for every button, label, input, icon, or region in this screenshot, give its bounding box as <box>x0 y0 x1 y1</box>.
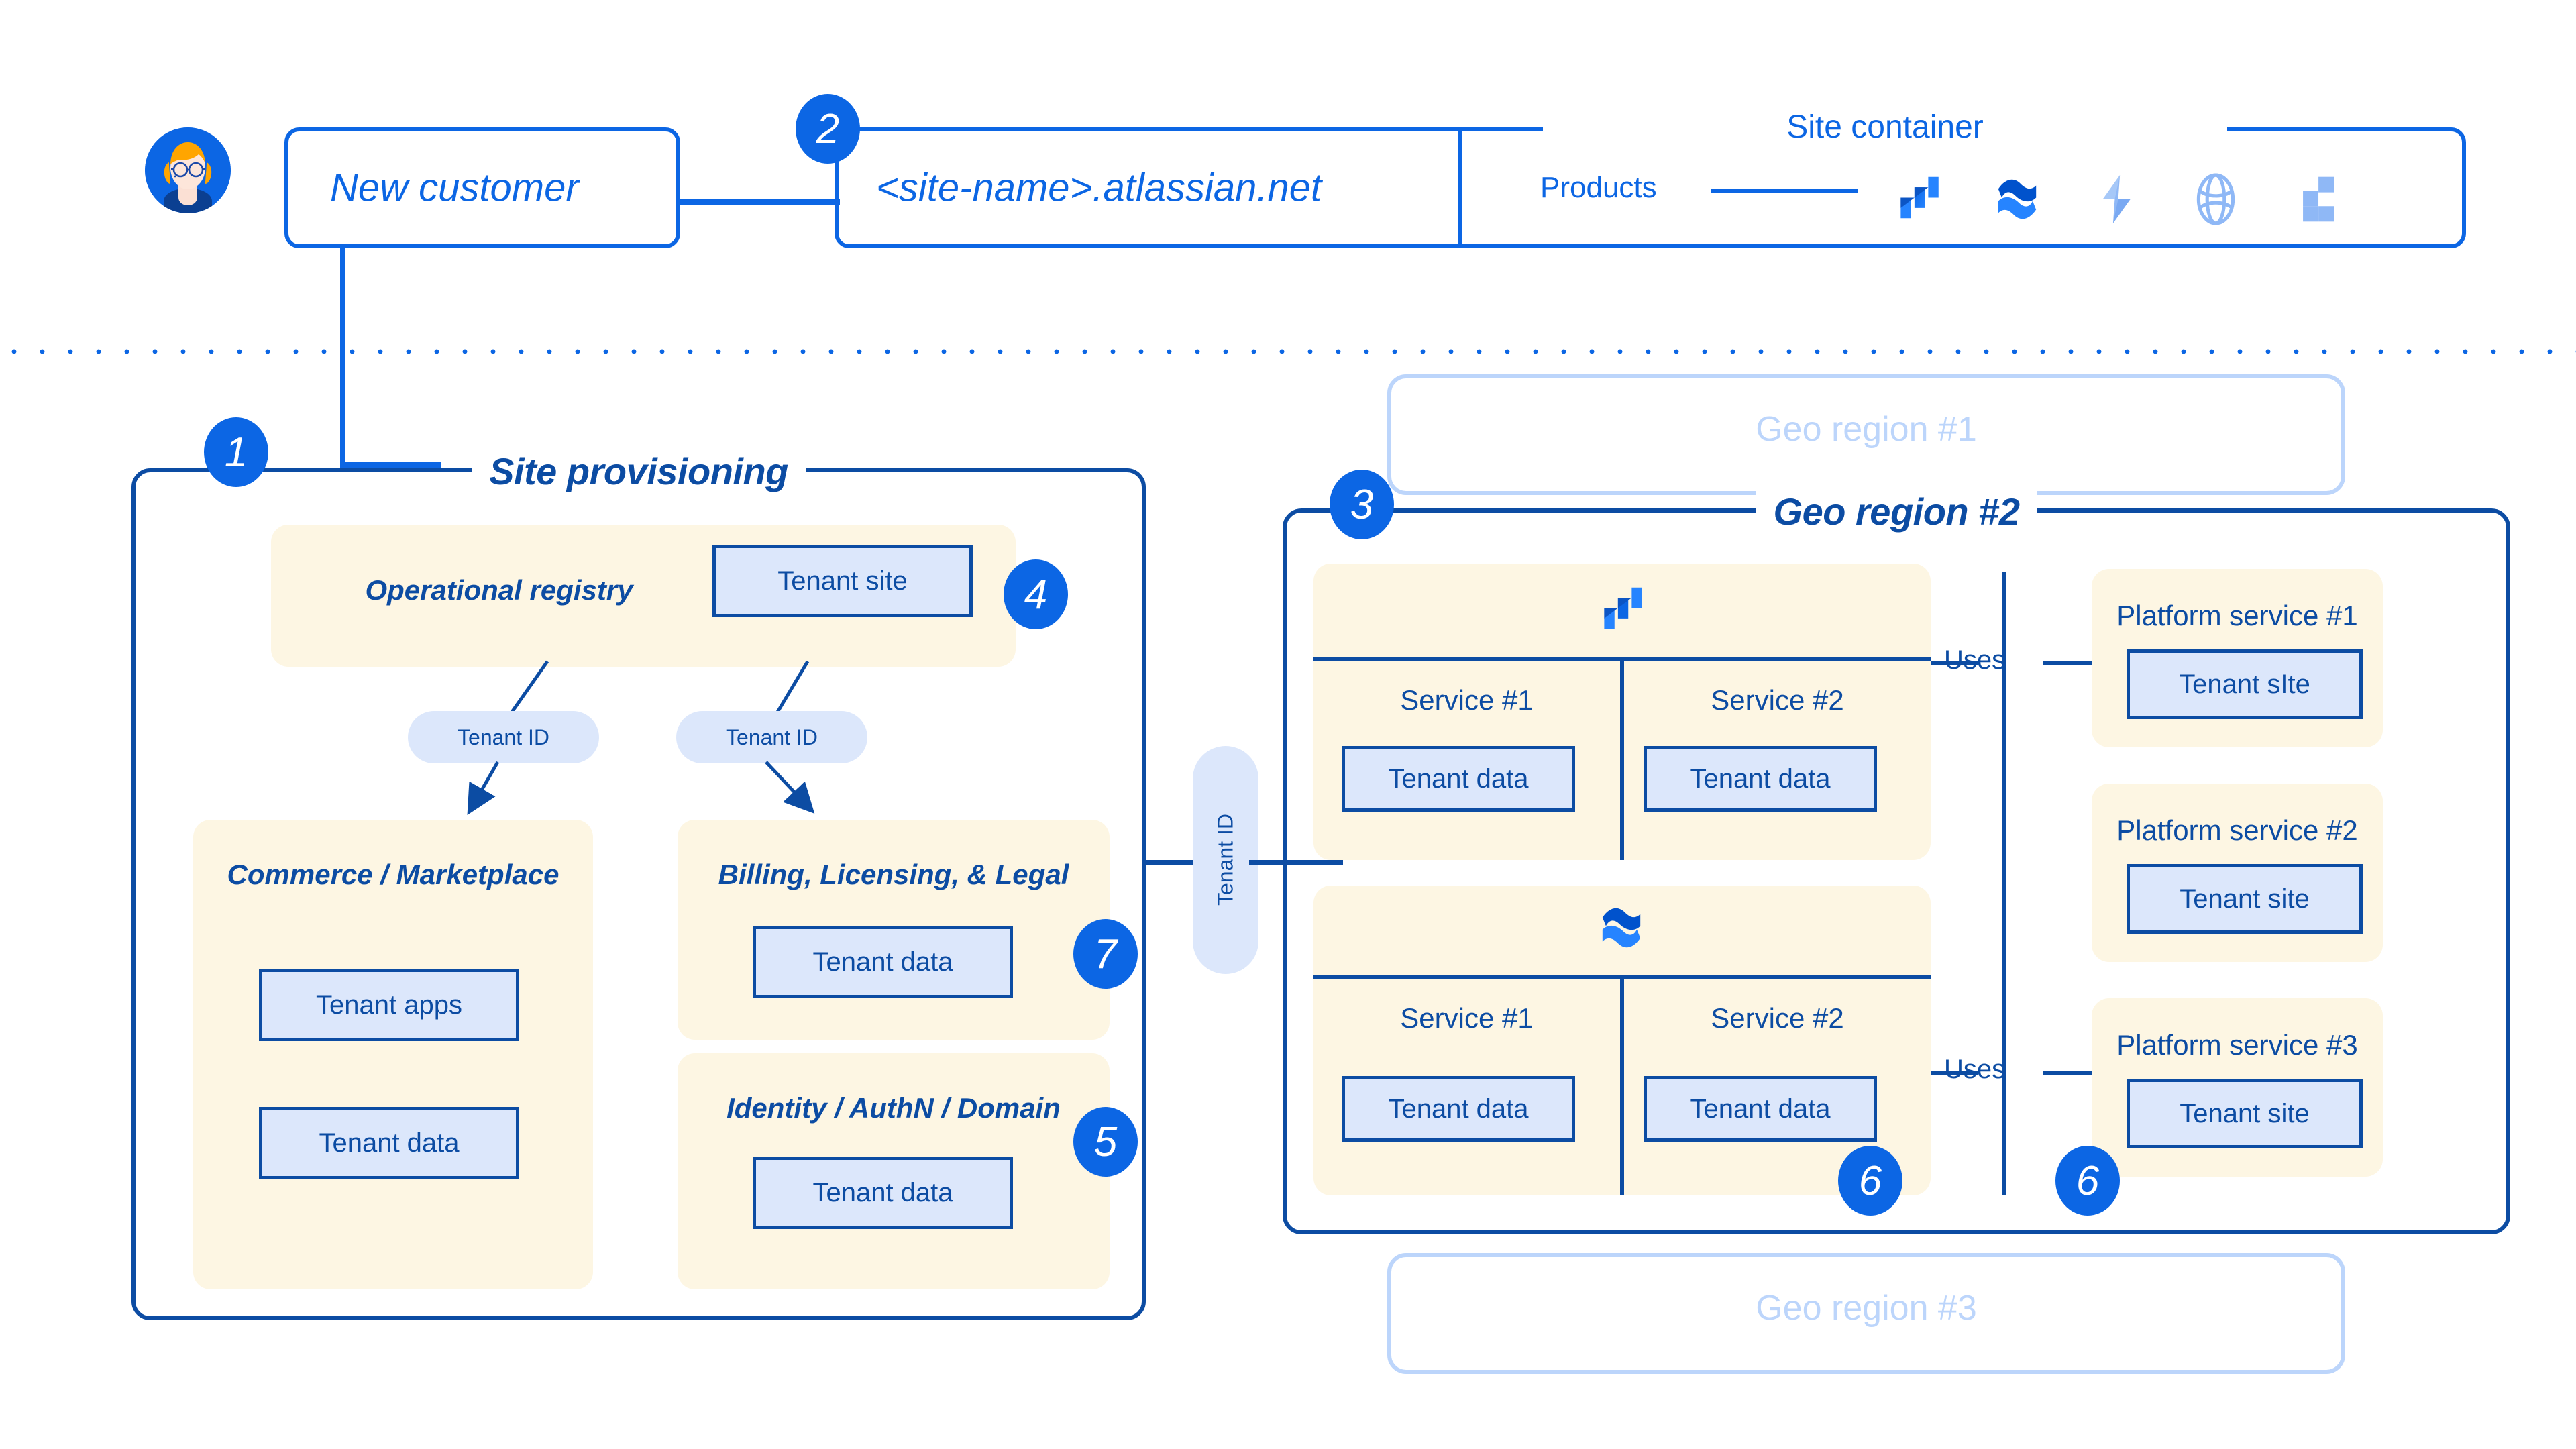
step-badge-4: 4 <box>1004 559 1068 629</box>
products-connector <box>1711 189 1858 193</box>
uses-label-2: Uses <box>1944 1055 2006 1084</box>
geo-region-3-card: Geo region #3 <box>1387 1253 2345 1374</box>
jira-icon <box>1594 582 1649 637</box>
new-customer-box: New customer <box>284 127 680 248</box>
site-url-label: <site-name>.atlassian.net <box>876 166 1322 210</box>
site-container-divider <box>1458 127 1462 248</box>
operational-registry-tenant-site-chip: Tenant site <box>712 545 973 617</box>
uses-2-stub-left <box>1931 1071 1978 1075</box>
jira-group-vrule <box>1620 657 1624 860</box>
confluence-service-2-tenant-data-chip: Tenant data <box>1644 1076 1877 1142</box>
step-badge-6-left: 6 <box>1838 1146 1902 1216</box>
confluence-group-vrule <box>1620 975 1624 1195</box>
commerce-marketplace-card: Commerce / Marketplace <box>193 820 593 1289</box>
geo-region-2-frame: Geo region #2 <box>1283 490 2510 1234</box>
platform-service-1-chip: Tenant sIte <box>2127 649 2363 719</box>
confluence-service-2-label: Service #2 <box>1711 1002 1844 1034</box>
site-container-title: Site container <box>1543 109 2227 146</box>
confluence-service-1-label: Service #1 <box>1400 1002 1534 1034</box>
step-badge-7: 7 <box>1073 919 1138 989</box>
tenant-id-pill-2: Tenant ID <box>676 711 867 763</box>
confluence-icon <box>1990 172 2045 227</box>
commerce-tenant-data-chip: Tenant data <box>259 1107 519 1179</box>
billing-licensing-legal-label: Billing, Licensing, & Legal <box>718 859 1069 890</box>
site-provisioning-frame: Site provisioning <box>131 449 1146 1320</box>
uses-1-stub-left <box>1931 661 1978 665</box>
billing-tenant-data-chip: Tenant data <box>753 926 1013 998</box>
geo-region-1-title: Geo region #1 <box>1756 410 1977 449</box>
pill-to-group-connectors <box>467 761 815 815</box>
identity-tenant-data-chip: Tenant data <box>753 1157 1013 1229</box>
new-customer-label: New customer <box>330 166 579 210</box>
step-badge-5: 5 <box>1073 1107 1138 1177</box>
connector-customer-to-provisioning <box>340 462 441 468</box>
jira-product-group-card: Service #1 Service #2 <box>1313 564 1931 860</box>
connector-customer-down <box>340 246 345 467</box>
platform-service-1-title: Platform service #1 <box>2116 600 2358 631</box>
confluence-icon <box>1594 900 1649 955</box>
products-label: Products <box>1540 171 1657 204</box>
platform-service-2-title: Platform service #2 <box>2116 814 2358 846</box>
confluence-service-1-tenant-data-chip: Tenant data <box>1342 1076 1575 1142</box>
commerce-tenant-apps-chip: Tenant apps <box>259 969 519 1041</box>
jira-service-management-icon <box>2089 172 2144 227</box>
platform-service-3-chip: Tenant site <box>2127 1079 2363 1148</box>
jira-icon <box>1890 172 1945 227</box>
section-divider <box>0 349 2576 354</box>
confluence-product-group-card: Service #1 Service #2 <box>1313 885 1931 1195</box>
site-provisioning-title: Site provisioning <box>472 449 806 493</box>
connector-tenantid-to-region2 <box>1249 860 1343 865</box>
step-badge-3: 3 <box>1330 470 1394 539</box>
uses-label-1: Uses <box>1944 645 2006 675</box>
bitbucket-icon <box>2288 172 2343 227</box>
operational-registry-label: Operational registry <box>365 574 633 606</box>
region2-vertical-bus <box>2002 572 2006 1195</box>
identity-authn-domain-label: Identity / AuthN / Domain <box>727 1092 1061 1124</box>
jira-service-2-tenant-data-chip: Tenant data <box>1644 746 1877 812</box>
platform-service-3-title: Platform service #3 <box>2116 1029 2358 1061</box>
platform-service-2-chip: Tenant site <box>2127 864 2363 934</box>
connector-customer-to-url <box>679 199 840 205</box>
avatar <box>145 127 231 213</box>
step-badge-6-right: 6 <box>2055 1146 2120 1216</box>
jira-service-1-label: Service #1 <box>1400 684 1534 716</box>
jira-service-1-tenant-data-chip: Tenant data <box>1342 746 1575 812</box>
geo-region-3-title: Geo region #3 <box>1756 1289 1977 1328</box>
connector-provisioning-to-tenantid <box>1142 860 1216 865</box>
atlas-globe-icon <box>2188 172 2243 227</box>
tenant-id-pill-1: Tenant ID <box>408 711 599 763</box>
geo-region-2-title: Geo region #2 <box>1756 490 2037 533</box>
step-badge-1: 1 <box>204 417 268 487</box>
geo-region-1-card: Geo region #1 <box>1387 374 2345 495</box>
step-badge-2: 2 <box>796 94 860 164</box>
jira-service-2-label: Service #2 <box>1711 684 1844 716</box>
commerce-marketplace-label: Commerce / Marketplace <box>227 859 559 890</box>
